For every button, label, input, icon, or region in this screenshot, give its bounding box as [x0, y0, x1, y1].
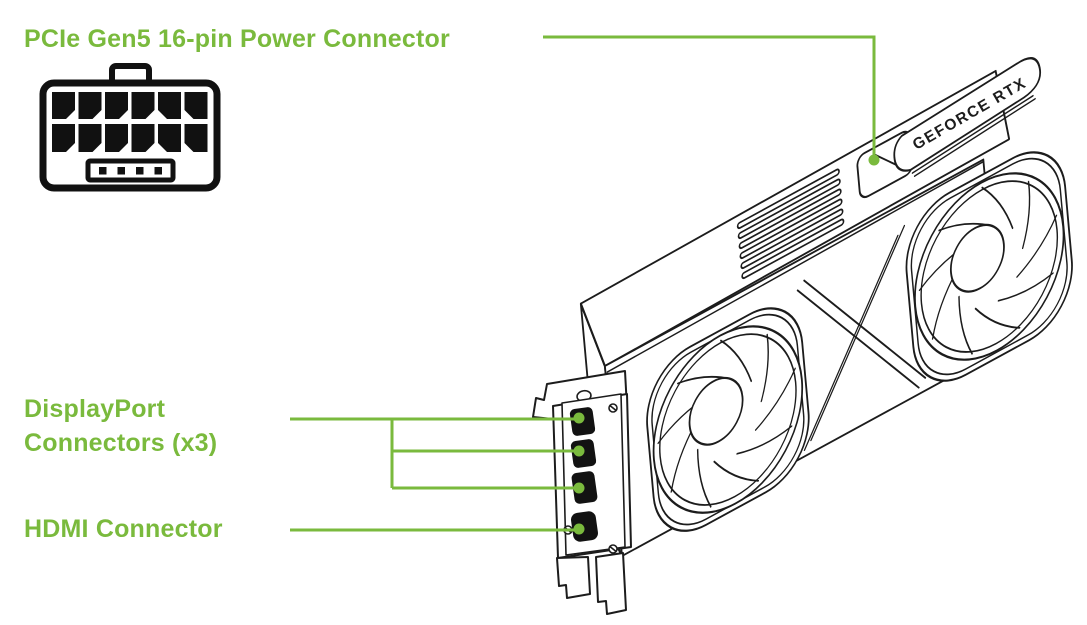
connector-power-pins — [52, 92, 208, 152]
bracket-feet — [556, 552, 627, 615]
right-fan — [905, 151, 1073, 382]
spine-vent-slots — [736, 168, 845, 280]
card-body — [579, 57, 1073, 558]
callout-dot-dp2 — [573, 445, 585, 457]
right-fan-blades — [918, 180, 1058, 355]
right-fan-hub — [949, 223, 1005, 293]
displayport-label-line2: Connectors (x3) — [24, 429, 218, 457]
port-displayport-3 — [571, 471, 598, 504]
bracket-screws — [563, 403, 618, 554]
connector-sense-strip — [85, 158, 176, 183]
displayport-label: DisplayPort Connectors (x3) — [24, 392, 217, 460]
x-brace — [796, 224, 927, 452]
displayport-label-line1: DisplayPort — [24, 395, 166, 423]
hdmi-connector-label: HDMI Connector — [24, 515, 223, 543]
connector-sense-pins — [99, 167, 162, 175]
power-connector-label: PCIe Gen5 16-pin Power Connector — [24, 25, 450, 53]
brand-band — [893, 57, 1042, 177]
gpu-card-illustration: GEFORCE RTX — [532, 57, 1073, 615]
left-fan — [646, 307, 810, 532]
callout-dot-dp3 — [573, 482, 585, 494]
callout-dot-dp1 — [573, 412, 585, 424]
power-connector-16pin-icon — [39, 63, 221, 192]
left-fan-hub — [688, 376, 744, 446]
callout-dot-power — [868, 154, 880, 166]
callouts — [290, 35, 880, 535]
callout-dot-hdmi — [573, 523, 585, 535]
callout-line-power — [543, 35, 876, 156]
shroud-seam-line — [606, 160, 985, 373]
